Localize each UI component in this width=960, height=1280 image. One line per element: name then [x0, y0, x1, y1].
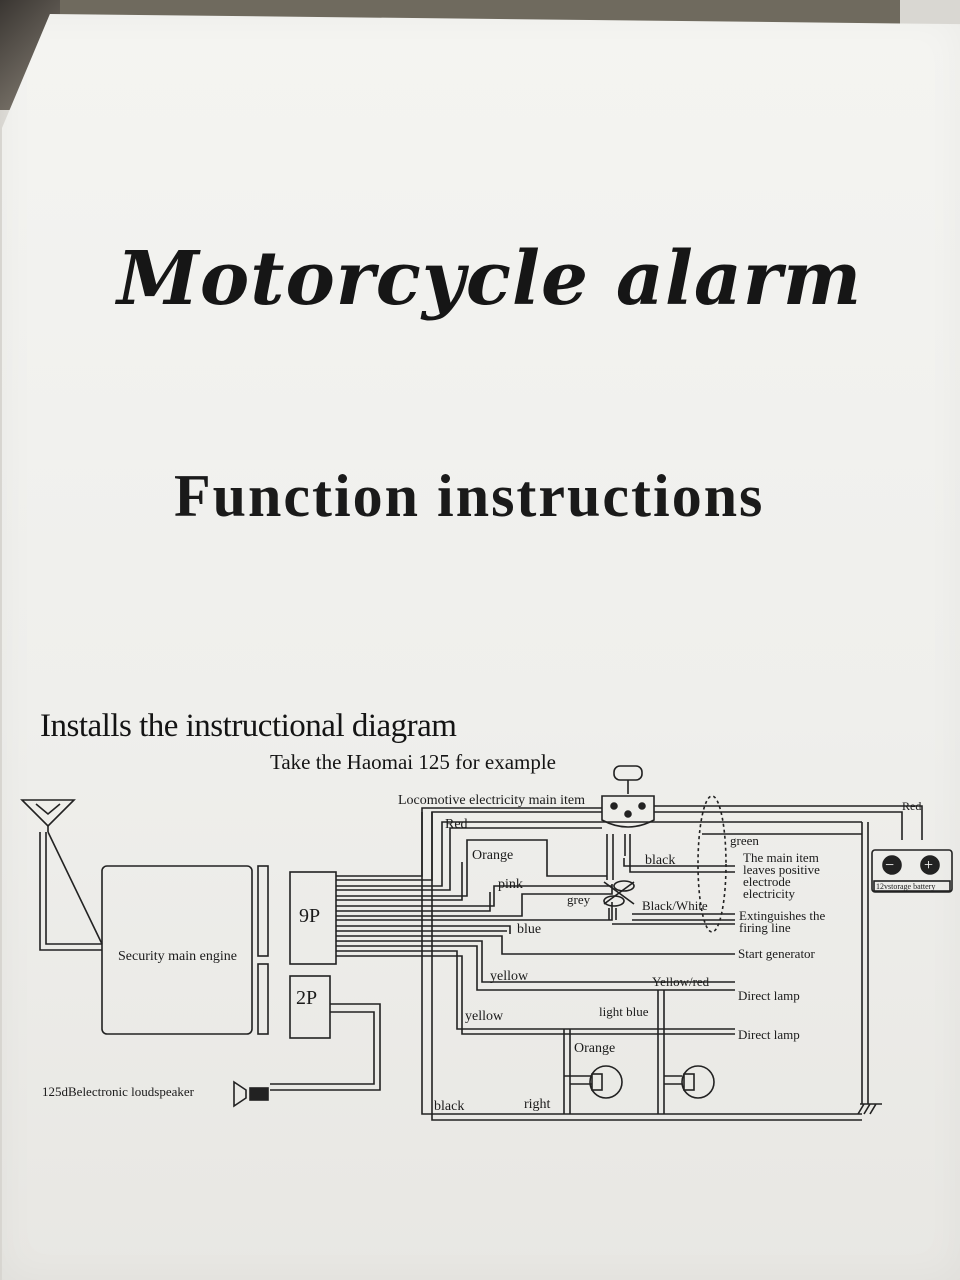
wire-label: light blue [599, 1004, 649, 1019]
destination-label: firing line [739, 920, 791, 935]
wire-label: pink [498, 877, 523, 892]
connector-9p-box [289, 871, 337, 965]
lamp-icon [681, 1065, 715, 1099]
wire-label: grey [567, 892, 591, 907]
ignition-switch-icon [601, 765, 655, 828]
wire-label: Yellow/red [652, 974, 710, 989]
connector-2p-box [289, 975, 331, 1039]
wiring-diagram: Security main engine 9P 2P 125dBelectron… [20, 765, 953, 1121]
security-main-engine-box [101, 865, 253, 1035]
battery-plus: + [924, 857, 933, 874]
battery-icon [871, 849, 953, 893]
wire-label: blue [517, 922, 541, 937]
antenna-icon [20, 799, 103, 951]
main-unit-label: Security main engine [118, 949, 237, 964]
lamp-icon [589, 1065, 623, 1099]
ignition-label: Locomotive electricity main item [398, 793, 585, 808]
connector-2p-label: 2P [296, 987, 317, 1009]
diagram-subheading: Take the Haomai 125 for example [270, 750, 557, 774]
connector-9p-label: 9P [299, 905, 320, 927]
wire-label: Black/White [642, 898, 708, 913]
loudspeaker-icon [233, 1080, 269, 1108]
wire-label: Red [902, 799, 921, 813]
destination-label: leaves positive [743, 862, 820, 877]
document-subtitle: Function instructions [174, 463, 765, 529]
destination-label: Direct lamp [738, 988, 800, 1003]
wire-label: yellow [465, 1009, 504, 1024]
wire-label: Orange [472, 848, 513, 863]
wire-label: black [434, 1099, 464, 1114]
destination-label: electricity [743, 886, 795, 901]
destination-label: Extinguishes the [739, 908, 826, 923]
wire-label: right [524, 1097, 551, 1112]
speaker-label: 125dBelectronic loudspeaker [42, 1084, 195, 1099]
wire-label: yellow [490, 969, 529, 984]
destination-label: Direct lamp [738, 1027, 800, 1042]
destination-label: electrode [743, 874, 791, 889]
diagram-heading: Installs the instructional diagram [40, 708, 457, 744]
wire-label: black [645, 853, 675, 868]
destination-label: Start generator [738, 946, 816, 961]
battery-label: 12vstorage battery [876, 882, 935, 891]
wire-label: Red [445, 817, 468, 832]
wire-label: Orange [574, 1041, 615, 1056]
destination-label: The main item [743, 850, 819, 865]
battery-minus: − [885, 857, 894, 874]
document-title: Motorcycle alarm [117, 236, 863, 322]
wire-label: green [730, 833, 759, 848]
document-page: Motorcycle alarm Function instructions I… [2, 14, 960, 1280]
